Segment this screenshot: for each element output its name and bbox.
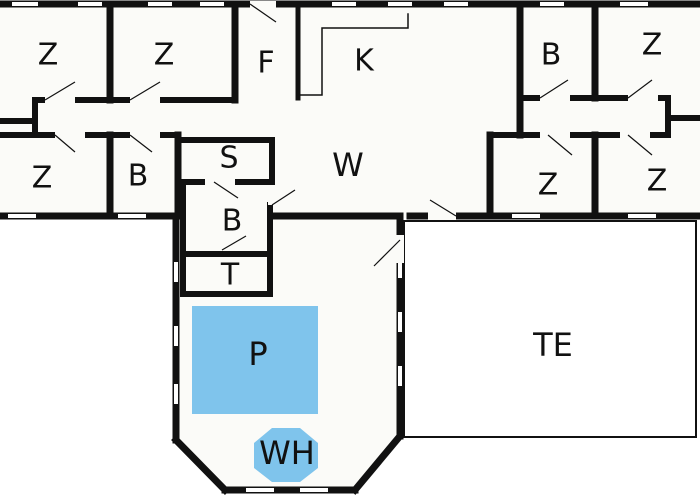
terrace-outline — [403, 220, 697, 438]
room-labels: Z Z F K B Z Z B S W Z Z B T P WH TE — [32, 28, 668, 473]
room-label-bedroom-top-left: Z — [38, 38, 59, 73]
room-label-bedroom-mid-right-b: Z — [647, 164, 668, 199]
room-label-bath-mid-left: B — [128, 159, 149, 194]
room-label-kitchen: K — [354, 44, 375, 79]
room-label-bedroom-mid-left: Z — [32, 161, 53, 196]
room-label-whirlpool: WH — [259, 434, 315, 472]
room-label-bedroom-top-right: Z — [642, 28, 663, 63]
room-label-living-room: W — [332, 146, 364, 184]
room-label-bedroom-top-second: Z — [154, 38, 175, 73]
room-label-terrace: TE — [532, 326, 573, 364]
room-label-pool: P — [248, 335, 267, 373]
room-label-toilet: T — [220, 258, 240, 293]
door-openings — [45, 1, 658, 263]
room-label-bedroom-mid-right-a: Z — [538, 168, 559, 203]
whirlpool-basin — [254, 428, 318, 482]
room-label-hallway-f: F — [257, 46, 274, 81]
door-swings — [44, 3, 653, 267]
pool-basin — [192, 306, 318, 414]
room-label-bath-top-right: B — [541, 38, 562, 73]
room-label-bath-center: B — [222, 204, 243, 239]
windows — [8, 2, 656, 492]
room-label-sauna: S — [219, 141, 238, 176]
